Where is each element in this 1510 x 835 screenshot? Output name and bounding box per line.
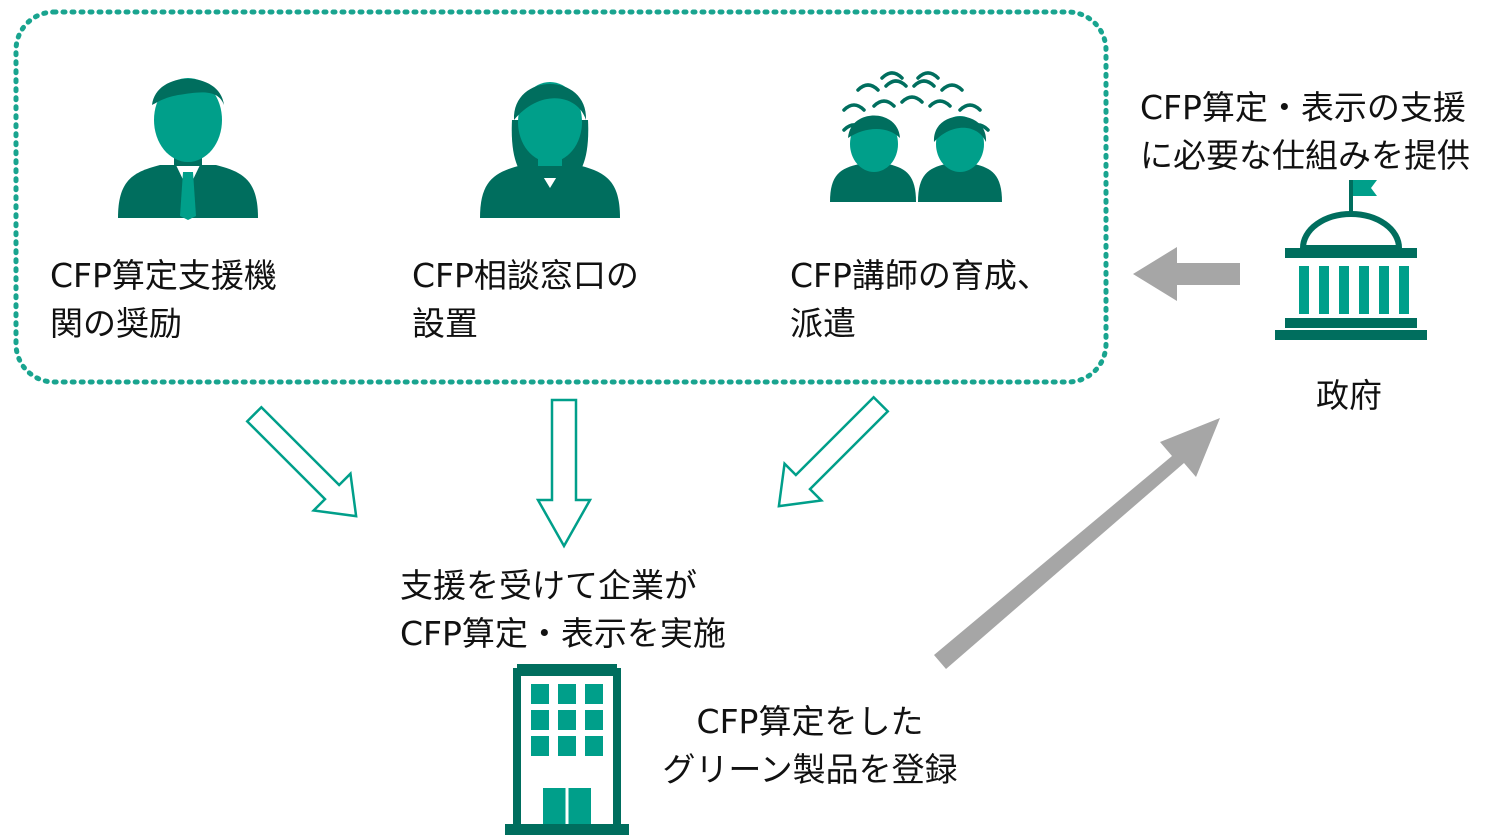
government-label: 政府	[1316, 376, 1382, 415]
registration-caption: CFP算定をした グリーン製品を登録	[662, 702, 958, 789]
program-2-label: CFP相談窓口の 設置	[412, 256, 639, 343]
program-1-label: CFP算定支援機 関の奨励	[50, 256, 277, 343]
hollow-arrow-center	[535, 398, 593, 549]
support-programs-container	[13, 9, 1109, 385]
government-building-icon	[1275, 180, 1427, 340]
gray-arrow-left	[1133, 247, 1240, 301]
female-person-icon	[480, 82, 620, 218]
group-people-icon	[830, 71, 1002, 202]
company-caption: 支援を受けて企業が CFP算定・表示を実施	[400, 566, 726, 653]
office-building-icon	[505, 664, 629, 835]
hollow-arrow-right	[777, 395, 890, 508]
hollow-arrow-left	[245, 405, 358, 518]
program-3-label: CFP講師の育成、 派遣	[790, 256, 1050, 343]
male-person-icon	[118, 78, 258, 220]
gray-arrow-diagonal	[934, 418, 1220, 669]
government-caption: CFP算定・表示の支援 に必要な仕組みを提供	[1140, 88, 1470, 175]
